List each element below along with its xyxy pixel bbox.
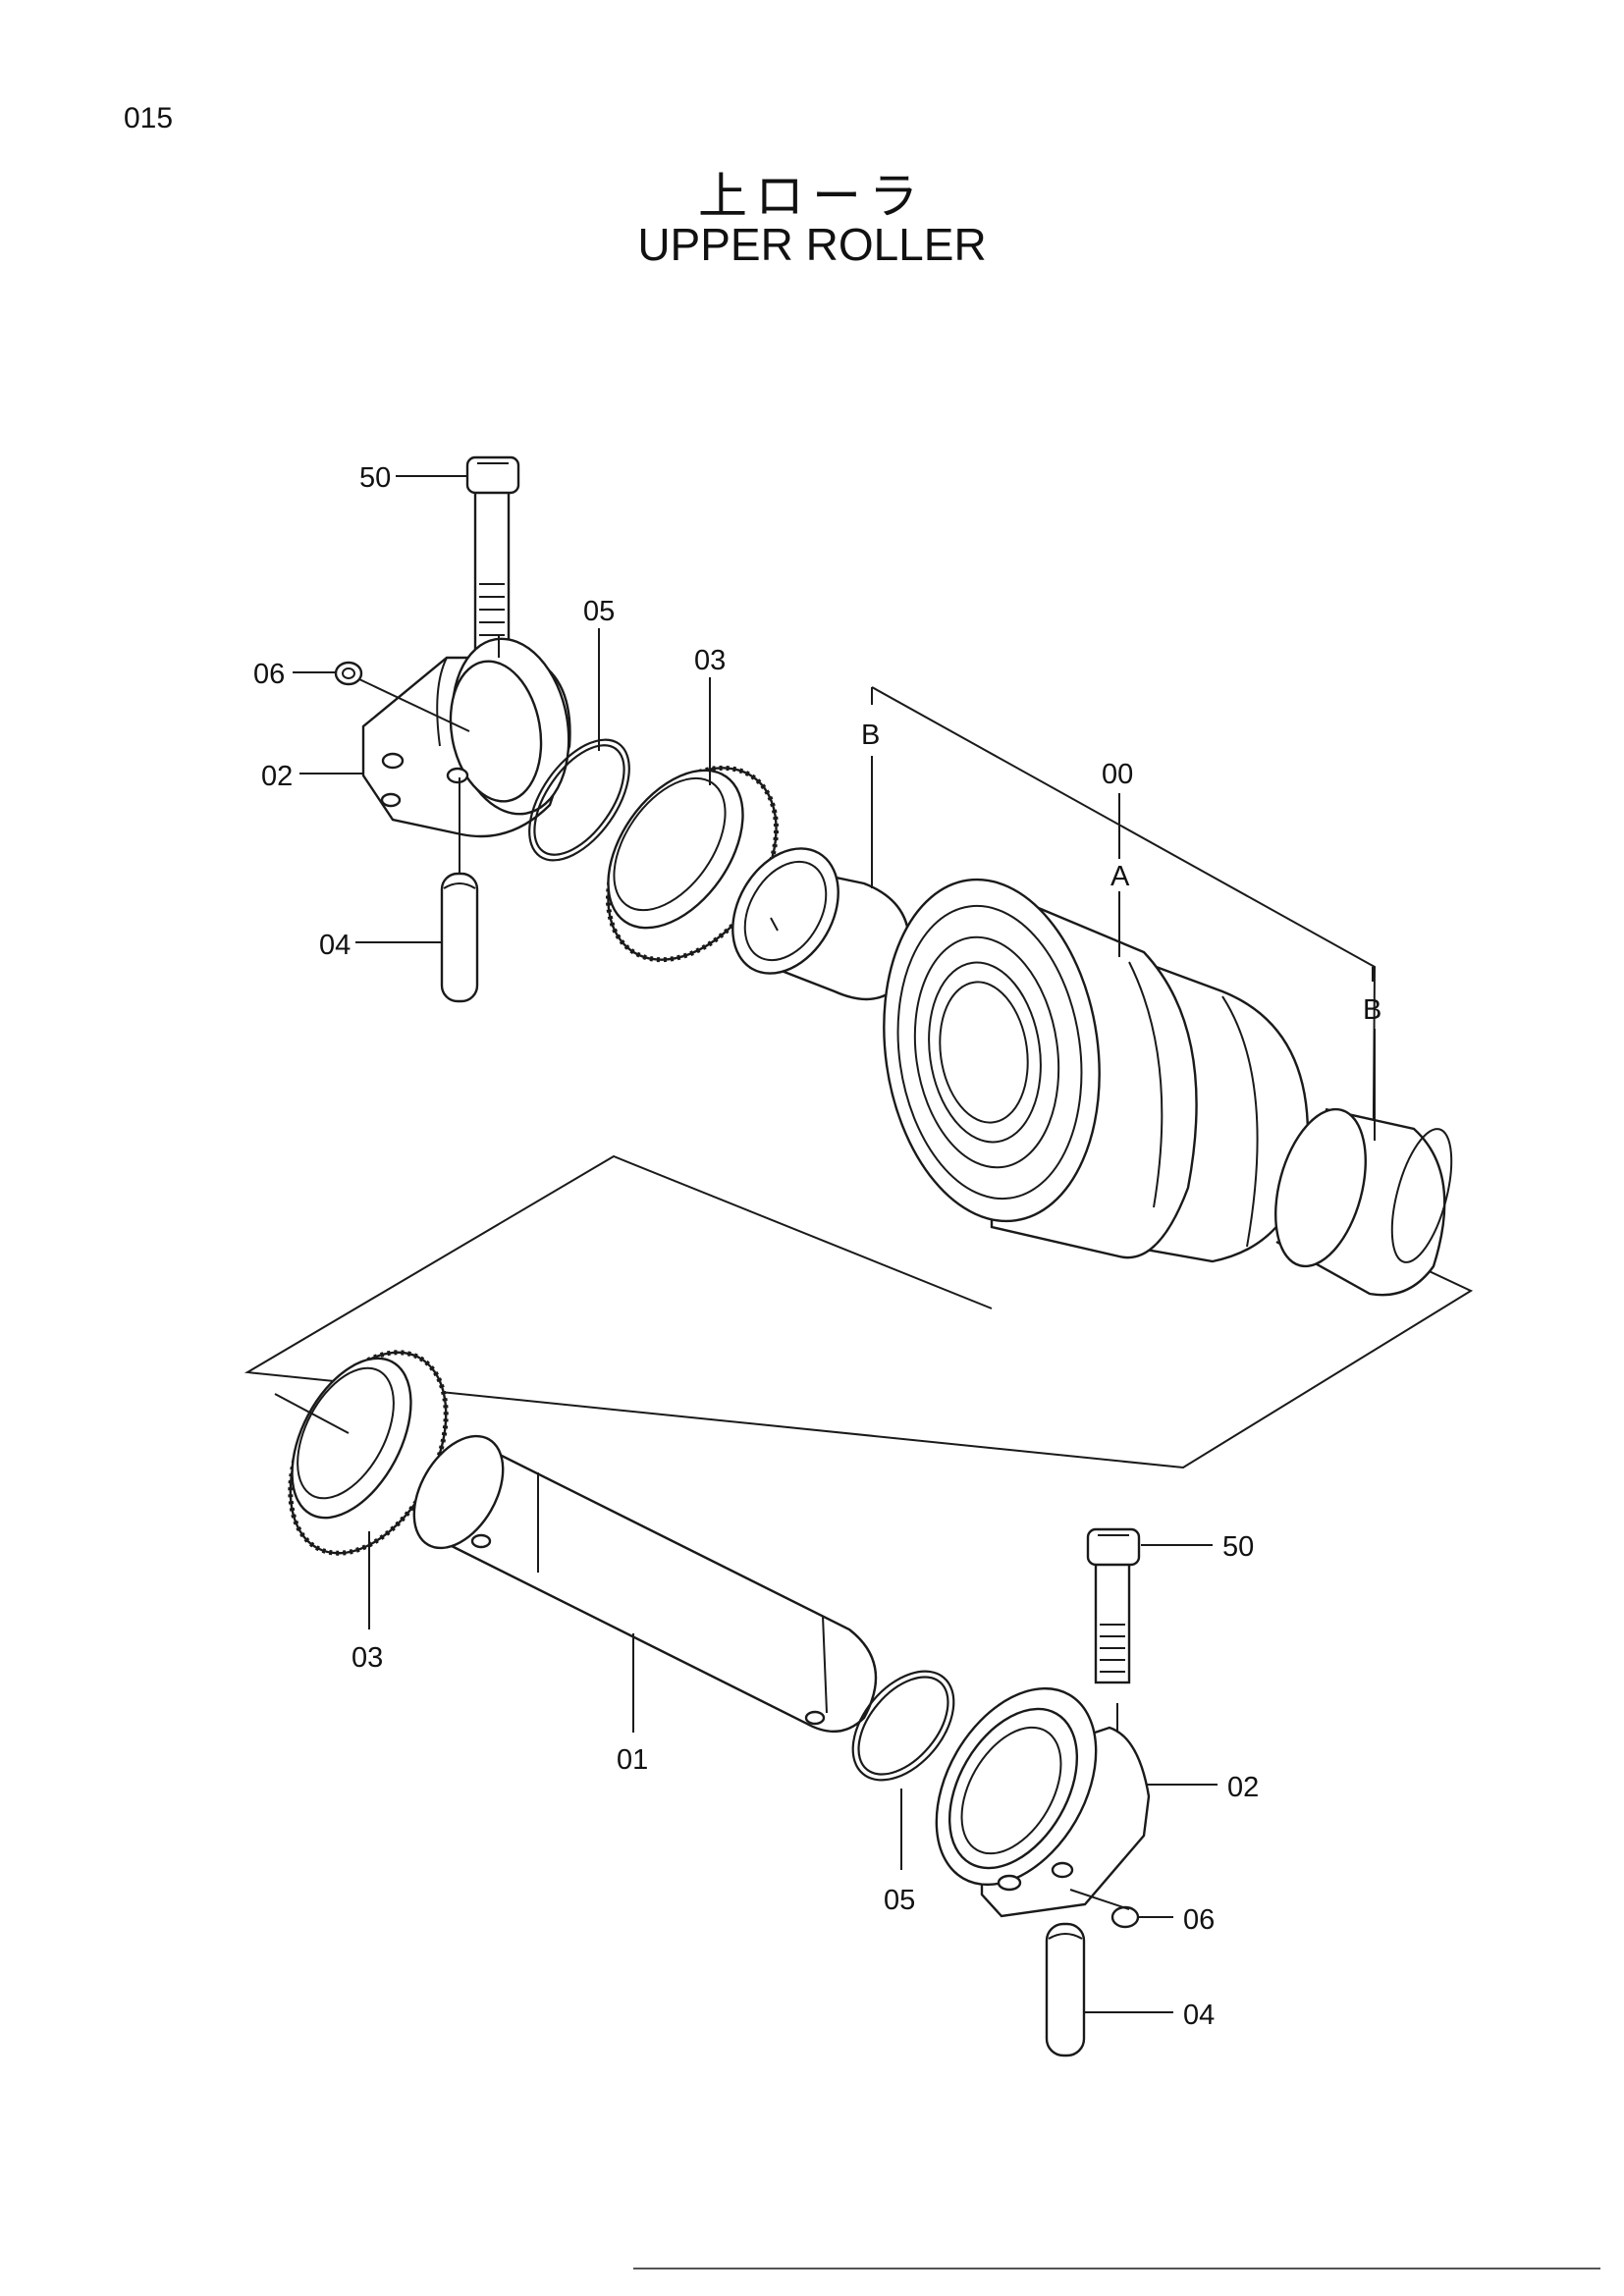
- shaft: [412, 1434, 878, 1734]
- callout-shaft: 01: [617, 1744, 648, 1776]
- lower-o-ring: [851, 1670, 955, 1782]
- lower-floating-seal: [288, 1350, 449, 1556]
- callout-ref-b-left: B: [861, 720, 880, 751]
- callout-ref-a: A: [1110, 861, 1130, 892]
- page-number: 015: [124, 102, 174, 134]
- footer-rule-right: [1542, 2268, 1600, 2269]
- lower-bolt: [1086, 1527, 1141, 1684]
- roller-body: [883, 878, 1310, 1263]
- callout-lower-pin: 04: [1183, 2000, 1215, 2031]
- lower-plug: [1110, 1905, 1140, 1929]
- upper-bolt: [465, 455, 520, 671]
- right-bushing: [1274, 1107, 1453, 1297]
- callout-upper-o-ring: 05: [583, 596, 615, 627]
- upper-plug: [334, 661, 363, 686]
- frame-lower-left: [244, 1154, 1474, 1469]
- lower-pin: [1045, 1922, 1086, 2057]
- page-title-japanese: 上ローラ: [698, 168, 926, 225]
- callout-leader-lines: [274, 475, 1376, 2013]
- page-title-english: UPPER ROLLER: [637, 219, 987, 270]
- lower-bracket: [935, 1686, 1151, 1918]
- callout-assembly: 00: [1102, 759, 1133, 790]
- footer-rule-left: [633, 2268, 1566, 2269]
- callout-lower-o-ring: 05: [884, 1885, 915, 1916]
- callout-lower-plug: 06: [1183, 1904, 1215, 1936]
- upper-pin: [440, 872, 479, 1003]
- callout-upper-bolt: 50: [359, 462, 391, 494]
- upper-o-ring: [528, 738, 630, 862]
- callout-upper-pin: 04: [319, 930, 351, 961]
- callout-ref-b-right: B: [1363, 994, 1381, 1026]
- callout-lower-floating-seal: 03: [352, 1642, 383, 1674]
- callout-upper-plug: 06: [253, 659, 285, 690]
- callout-lower-bracket: 02: [1227, 1772, 1259, 1803]
- callout-upper-bracket: 02: [261, 761, 293, 792]
- callout-lower-bolt: 50: [1222, 1531, 1254, 1563]
- callout-upper-floating-seal: 03: [694, 645, 726, 676]
- upper-bracket: [361, 637, 571, 838]
- callout-labels: 50 06 02 04 05 03 B 00 A B 03 01 05 50 0…: [253, 462, 1381, 2031]
